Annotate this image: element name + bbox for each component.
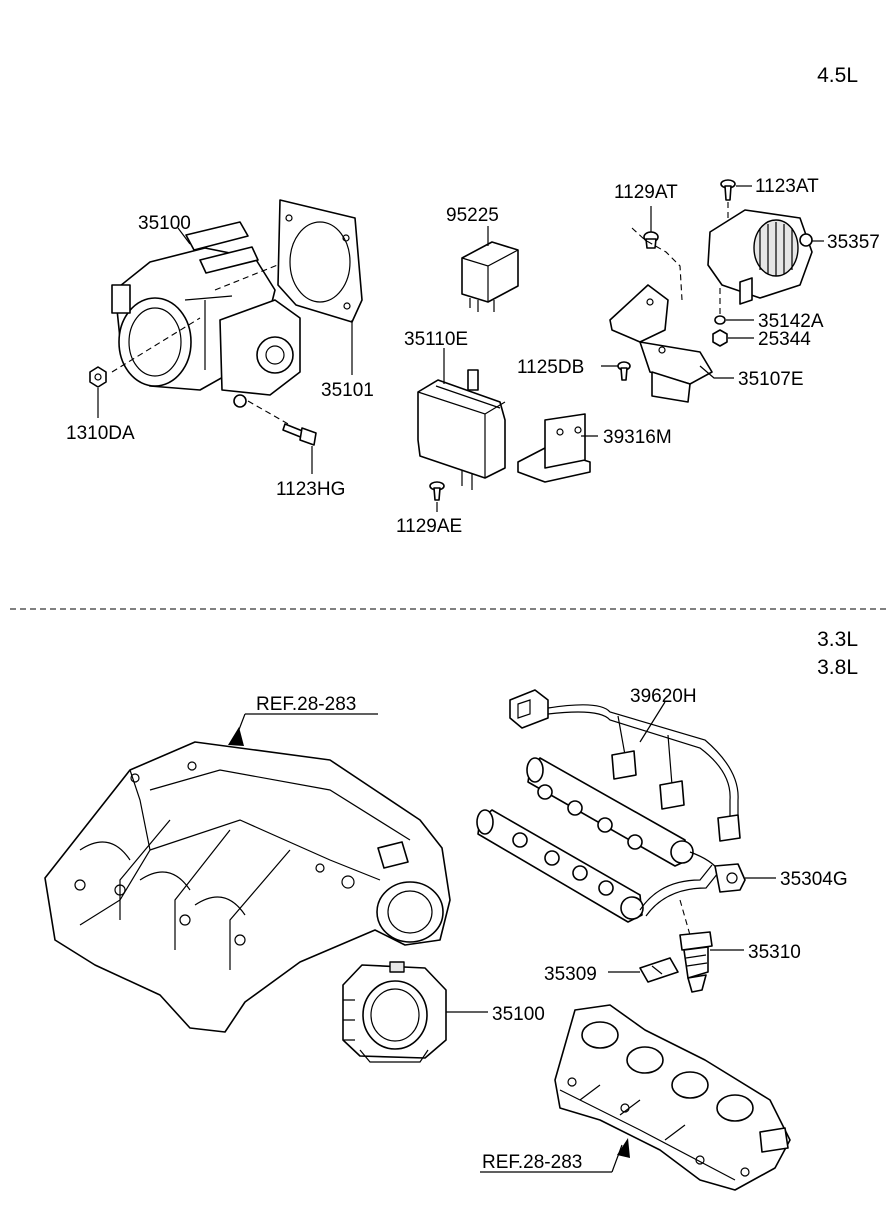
label-1310da: 1310DA [66, 423, 135, 444]
throttle-body-lower [342, 961, 447, 1063]
dash-nut-line [111, 317, 201, 373]
label-39316m: 39316M [603, 427, 672, 448]
label-35309: 35309 [544, 964, 597, 985]
engine-label-3-8l: 3.8L [817, 656, 858, 679]
label-1123hg: 1123HG [276, 479, 345, 500]
bolt-1129at [643, 231, 659, 249]
gasket [277, 199, 363, 323]
dash-bolt-line [247, 400, 291, 426]
leader-39620h [639, 701, 666, 743]
bracket-35107e [609, 284, 713, 403]
bracket-39316m [517, 413, 591, 483]
engine-label-4-5l: 4.5L [817, 64, 858, 87]
ref-arrow-head-upper [228, 727, 244, 746]
label-35357: 35357 [827, 232, 880, 253]
label-1129at: 1129AT [614, 182, 678, 203]
label-35142a: 35142A [758, 311, 824, 332]
label-35110e: 35110E [404, 329, 468, 350]
intake-manifold-lower [554, 1004, 791, 1191]
ref-arrow-head-lower [617, 1138, 630, 1158]
injector-clip [639, 957, 679, 983]
bolt-1123at [720, 179, 736, 201]
label-35101: 35101 [321, 380, 374, 401]
injector [679, 931, 713, 993]
label-1129ae: 1129AE [396, 516, 462, 537]
nut-25344 [712, 329, 728, 347]
engine-label-3-3l: 3.3L [817, 628, 858, 651]
throttle-body-4-5l [111, 221, 301, 408]
actuator [707, 209, 813, 305]
label-39620h: 39620H [630, 686, 697, 707]
wiring-harness [509, 689, 741, 842]
label-25344: 25344 [758, 329, 811, 350]
fuel-rail-rear [526, 757, 694, 867]
fuel-connector [639, 851, 746, 917]
leader-35100-upper [177, 227, 191, 245]
label-ref-upper: REF.28-283 [256, 694, 356, 715]
dash-injector-line [679, 899, 691, 936]
washer-35142a [714, 315, 726, 325]
leader-35107e [699, 365, 734, 379]
label-35304g: 35304G [780, 869, 848, 890]
nut-1310da [89, 366, 107, 388]
fuel-rail-front [476, 809, 644, 923]
ref-arrow-line-lower [611, 1144, 623, 1173]
label-35310: 35310 [748, 942, 801, 963]
label-1125db: 1125DB [517, 357, 584, 378]
dash-1129at-line [631, 227, 683, 301]
relay [461, 241, 519, 312]
label-95225: 95225 [446, 205, 499, 226]
label-35107e: 35107E [738, 369, 804, 390]
label-ref-lower: REF.28-283 [482, 1152, 582, 1173]
label-35100-upper: 35100 [138, 213, 191, 234]
control-module [417, 369, 506, 490]
bolt-1125db [617, 361, 631, 381]
label-1123at: 1123AT [755, 176, 819, 197]
label-35100-lower: 35100 [492, 1004, 545, 1025]
bolt-1123hg [282, 423, 317, 446]
intake-manifold-upper [44, 741, 451, 1033]
screw-1129ae [429, 481, 445, 501]
